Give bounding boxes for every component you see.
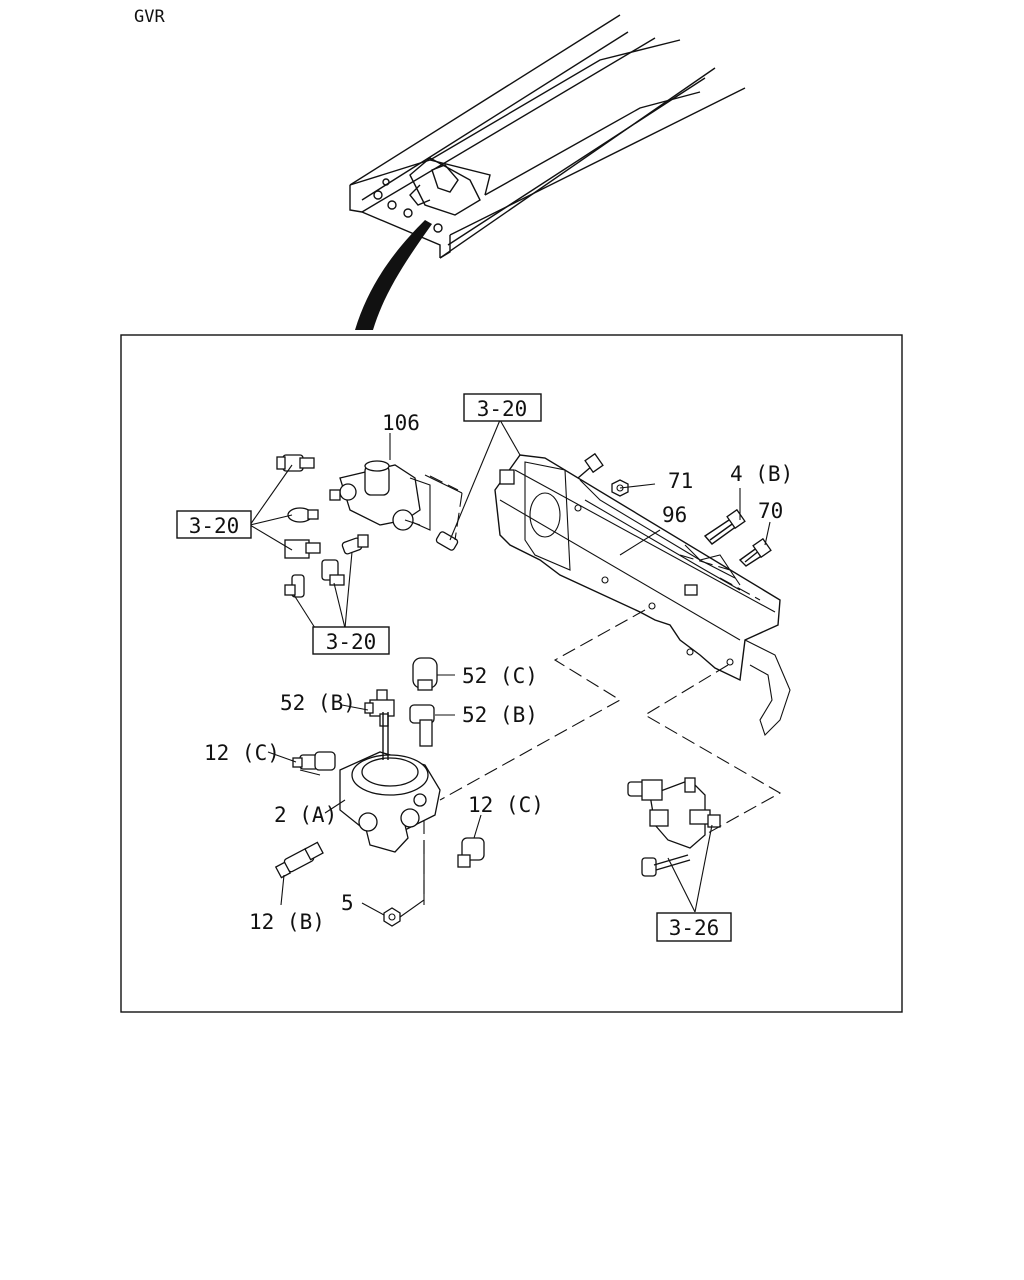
ref-box-326[interactable]: 3-26 <box>656 912 732 942</box>
fitting-52b-straight <box>409 704 435 747</box>
ref-box-left-label: 3-20 <box>189 514 240 538</box>
fitting-elbow-low <box>321 559 345 586</box>
nut-5 <box>383 907 401 927</box>
phantom-lines <box>423 475 782 905</box>
bolt-70 <box>738 537 772 567</box>
fitting-52c <box>412 657 438 691</box>
callout-71: 71 <box>668 469 693 493</box>
model-code: GVR <box>134 7 165 27</box>
fitting-plug <box>287 507 319 523</box>
callout-70: 70 <box>758 499 783 523</box>
fitting-right-nipple <box>435 531 459 551</box>
callout-52b-left: 52 (B) <box>280 691 356 715</box>
fitting-vertical <box>284 574 305 598</box>
callout-52b-right: 52 (B) <box>462 703 538 727</box>
fitting-12c-right <box>457 837 485 868</box>
bolt-upper <box>577 452 604 479</box>
detail-frame <box>120 334 903 1013</box>
ref-box-mid-label: 3-20 <box>326 630 377 654</box>
ref-box-mid[interactable]: 3-20 <box>312 626 390 655</box>
ref-box-left[interactable]: 3-20 <box>176 510 252 539</box>
chassis-frame-overview <box>349 14 746 330</box>
callout-5: 5 <box>341 891 354 915</box>
callout-96: 96 <box>662 503 687 527</box>
relay-valve-106 <box>329 460 463 531</box>
fitting-12b <box>274 841 324 879</box>
fitting-12c-left <box>292 751 336 771</box>
valve-assembly-326 <box>627 777 721 877</box>
callout-2a: 2 (A) <box>274 803 337 827</box>
fitting-upper-left <box>276 454 315 472</box>
fitting-elbow-mid <box>341 534 369 555</box>
callout-106: 106 <box>382 411 420 435</box>
ref-box-326-label: 3-26 <box>669 916 720 940</box>
callout-12c-right: 12 (C) <box>468 793 544 817</box>
callout-12c-left: 12 (C) <box>204 741 280 765</box>
bolt-4b <box>703 508 746 545</box>
callout-52c: 52 (C) <box>462 664 538 688</box>
fitting-52b-tee <box>364 689 395 727</box>
ref-box-top-label: 3-20 <box>477 397 528 421</box>
ref-box-top[interactable]: 3-20 <box>463 393 542 422</box>
valve-2a <box>339 712 441 853</box>
bracket-crossmember <box>494 454 791 737</box>
callout-12b: 12 (B) <box>249 910 325 934</box>
callout-4b: 4 (B) <box>730 462 793 486</box>
fitting-tee-block <box>284 539 321 559</box>
